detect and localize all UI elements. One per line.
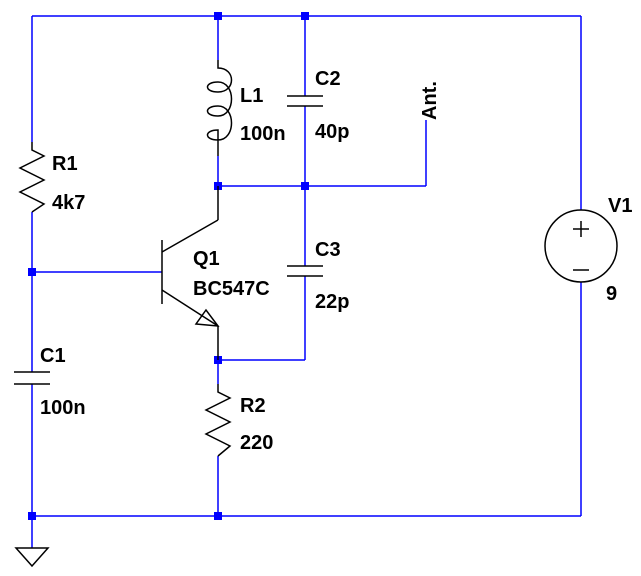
inductor-l1-symbol bbox=[206, 60, 233, 156]
c1-ref-label: C1 bbox=[40, 345, 66, 367]
v1-ref-label: V1 bbox=[608, 195, 632, 217]
antenna-label: Ant. bbox=[419, 81, 441, 120]
resistor-r2-symbol bbox=[204, 384, 232, 457]
q1-value-label: BC547C bbox=[193, 278, 270, 300]
wires bbox=[31, 15, 582, 548]
capacitor-c1: C1 100n bbox=[14, 345, 86, 419]
junction-node bbox=[28, 268, 36, 276]
voltage-source-v1: V1 9 bbox=[544, 195, 632, 305]
q1-collector-lead bbox=[161, 219, 219, 253]
resistor-r1: R1 4k7 bbox=[18, 142, 85, 214]
c2-value-label: 40p bbox=[315, 121, 349, 143]
q1-ref-label: Q1 bbox=[193, 248, 220, 270]
dc-voltage-source-icon bbox=[544, 209, 618, 283]
r2-value-label: 220 bbox=[240, 432, 273, 454]
l1-ref-label: L1 bbox=[240, 85, 263, 107]
junction-node bbox=[301, 182, 309, 190]
q1-emitter-arrow-icon bbox=[194, 308, 220, 327]
resistor-r1-symbol bbox=[18, 142, 46, 213]
c3-value-label: 22p bbox=[315, 291, 349, 313]
capacitor-c2: C2 40p bbox=[287, 68, 349, 143]
c2-ref-label: C2 bbox=[315, 68, 341, 90]
inductor-l1: L1 100n bbox=[206, 60, 286, 156]
c1-value-label: 100n bbox=[40, 397, 86, 419]
r1-value-label: 4k7 bbox=[52, 192, 85, 214]
c3-ref-label: C3 bbox=[315, 239, 341, 261]
junction-node bbox=[214, 512, 222, 520]
l1-value-label: 100n bbox=[240, 123, 286, 145]
q1-emitter-lead bbox=[161, 289, 219, 327]
ground-icon bbox=[14, 547, 50, 568]
junction-node bbox=[28, 512, 36, 520]
resistor-r2: R2 220 bbox=[204, 384, 273, 457]
junction-node bbox=[214, 12, 222, 20]
r2-ref-label: R2 bbox=[240, 395, 266, 417]
r1-ref-label: R1 bbox=[52, 153, 78, 175]
transistor-q1: Q1 BC547C bbox=[161, 186, 270, 360]
v1-value-label: 9 bbox=[606, 283, 617, 305]
capacitor-c3: C3 22p bbox=[287, 239, 349, 313]
junction-node bbox=[301, 12, 309, 20]
